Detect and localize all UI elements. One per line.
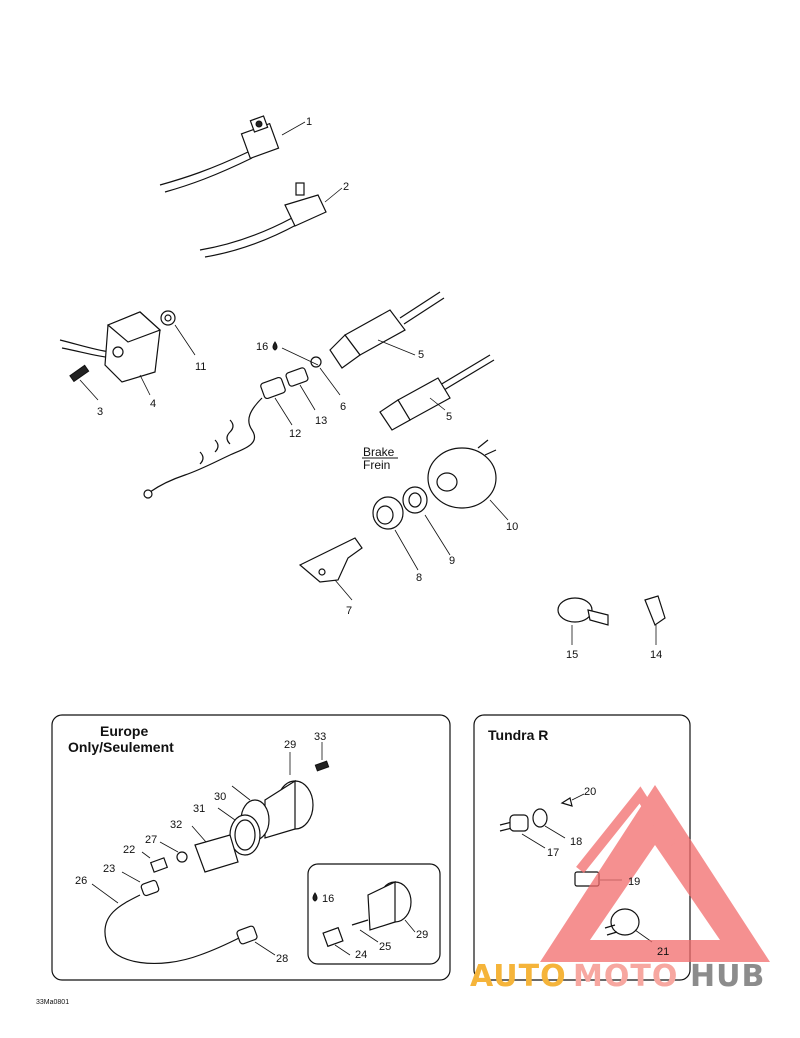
part-18-label: 18 [570, 836, 582, 848]
frein-label: Frein [363, 458, 390, 472]
part-20-label: 20 [584, 786, 596, 798]
part-1-label: 1 [306, 116, 312, 128]
europe-title-line2: Only/Seulement [68, 739, 174, 755]
part-15-label: 15 [566, 649, 578, 661]
part-13-label: 13 [315, 415, 327, 427]
part-25-label: 25 [379, 941, 391, 953]
part-4-label: 4 [150, 398, 156, 410]
europe-title-line1: Europe [100, 723, 148, 739]
part-22-clip [141, 851, 169, 873]
part-16a-drop [272, 341, 319, 366]
part-17-bulb [499, 814, 546, 849]
part-25-pin [351, 919, 379, 943]
part-5b-label: 5 [446, 411, 452, 423]
part-27-washer [159, 841, 188, 863]
part-24-label: 24 [355, 949, 367, 961]
part-2-label: 2 [343, 181, 349, 193]
part-21-socket [604, 908, 653, 943]
part-29b-label: 29 [416, 929, 428, 941]
part-16a-label: 16 [256, 341, 268, 353]
part-33-label: 33 [314, 731, 326, 743]
part-24-connector [322, 926, 351, 956]
watermark-hub: HUB [690, 959, 765, 994]
europe-box [51, 714, 451, 981]
europe-inset-box [307, 863, 441, 965]
part-7-label: 7 [346, 605, 352, 617]
part-2-switch [199, 182, 343, 258]
part-10-switch-housing [427, 439, 509, 521]
part-28-socket [236, 925, 276, 956]
part-23-label: 23 [103, 863, 115, 875]
part-32-bracket [191, 825, 239, 873]
part-15-clamp [557, 597, 609, 645]
part-28-label: 28 [276, 953, 288, 965]
watermark-auto: AUTO [470, 959, 567, 994]
part-22-label: 22 [123, 844, 135, 856]
part-17-label: 17 [547, 847, 559, 859]
tundra-title: Tundra R [488, 727, 548, 743]
part-5a-label: 5 [418, 349, 424, 361]
part-11-label: 11 [195, 361, 206, 373]
part-11-nut [160, 310, 196, 356]
part-16b-drop [312, 892, 318, 902]
part-26-label: 26 [75, 875, 87, 887]
part-14-label: 14 [650, 649, 662, 661]
part-9-ring [402, 486, 451, 556]
part-6-label: 6 [340, 401, 346, 413]
watermark-moto: MOTO [573, 959, 678, 994]
part-16b-label: 16 [322, 893, 334, 905]
part-5b-cartridge [379, 354, 495, 431]
part-5a-cartridge [329, 291, 445, 369]
part-9-label: 9 [449, 555, 455, 567]
part-31-label: 31 [193, 803, 205, 815]
part-27-label: 27 [145, 834, 157, 846]
part-10-label: 10 [506, 521, 518, 533]
part-26-harness [91, 883, 246, 965]
part-4-housing [59, 311, 162, 396]
part-29a-label: 29 [284, 739, 296, 751]
part-13-connector [285, 367, 316, 411]
part-12-coil-cable [143, 376, 293, 499]
part-18-ring [532, 808, 566, 839]
part-33-screw [314, 742, 330, 772]
part-12-label: 12 [289, 428, 301, 440]
part-6-fitting [310, 356, 341, 396]
part-14-clip [644, 595, 666, 645]
part-30-label: 30 [214, 791, 226, 803]
part-32-label: 32 [170, 819, 182, 831]
part-21-label: 21 [657, 946, 669, 958]
part-29a-gauge [264, 752, 314, 839]
part-8-bushing [372, 496, 419, 571]
watermark-logo [540, 785, 770, 962]
part-1-switch [159, 115, 306, 193]
part-labels: 1234556789101112131415161617181920212223… [75, 116, 669, 965]
part-3-screw [69, 364, 99, 401]
figure-code: 33Ma0801 [36, 999, 69, 1006]
brake-label: Brake [363, 445, 395, 459]
part-23-bulb [121, 871, 160, 897]
part-3-label: 3 [97, 406, 103, 418]
part-20-screw [560, 793, 585, 807]
part-29b-gauge [367, 881, 416, 933]
part-19-label: 19 [628, 876, 640, 888]
part-8-label: 8 [416, 572, 422, 584]
part-7-lever [298, 537, 363, 601]
